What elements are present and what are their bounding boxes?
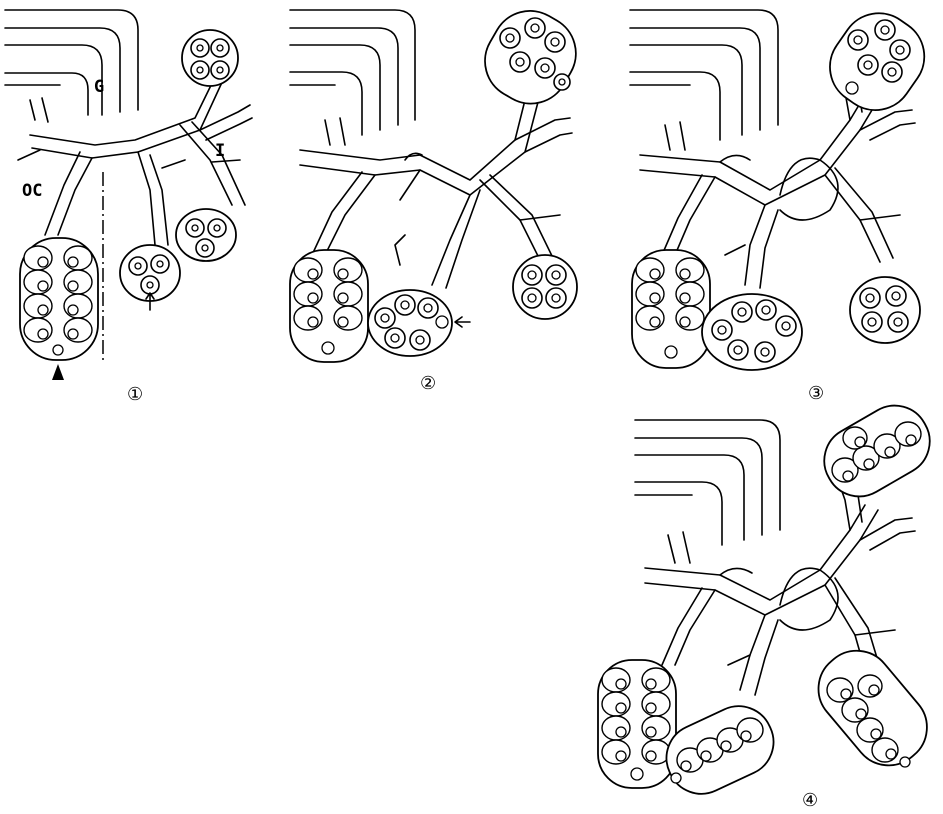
label-i: I (215, 141, 225, 161)
panel-3-acinus-right (850, 277, 920, 343)
panel-number-4: ④ (802, 790, 818, 810)
label-oc: OC (22, 181, 42, 201)
panel-4-acinus-top-right (812, 393, 942, 509)
panel-2: ② (290, 0, 590, 394)
panel-2-acinus-bottom (368, 290, 452, 356)
panel-1-acinus-right (176, 209, 236, 261)
label-g: G (94, 77, 104, 97)
panel-4-acinus-right (804, 636, 942, 780)
arrowhead-icon (52, 364, 64, 380)
panel-2-acinus-top-right (471, 0, 590, 117)
panel-2-large-duct (290, 10, 415, 135)
panel-3-large-duct (630, 10, 778, 140)
panel-2-acinus-left (290, 250, 368, 362)
arrow-left-icon (455, 317, 470, 327)
panel-3-acinus-top-right (815, 0, 939, 125)
panel-2-acinus-right (513, 255, 577, 319)
panel-number-3: ③ (808, 383, 824, 404)
panel-number-2: ② (420, 373, 436, 394)
panel-4-acinus-left (598, 660, 676, 788)
panel-3: ③ (630, 0, 939, 404)
panel-4-large-duct (635, 420, 780, 545)
panel-3-acinus-left (632, 250, 710, 368)
panel-3-acinus-bottom (702, 294, 802, 370)
panel-1-acinus-left (20, 238, 98, 360)
panel-number-1: ① (127, 384, 143, 405)
panel-4: ④ (598, 393, 942, 810)
panel-1-acinus-top-right (182, 30, 238, 86)
panel-1-large-duct (5, 10, 138, 115)
panel-1: G I OC ① (5, 10, 252, 405)
